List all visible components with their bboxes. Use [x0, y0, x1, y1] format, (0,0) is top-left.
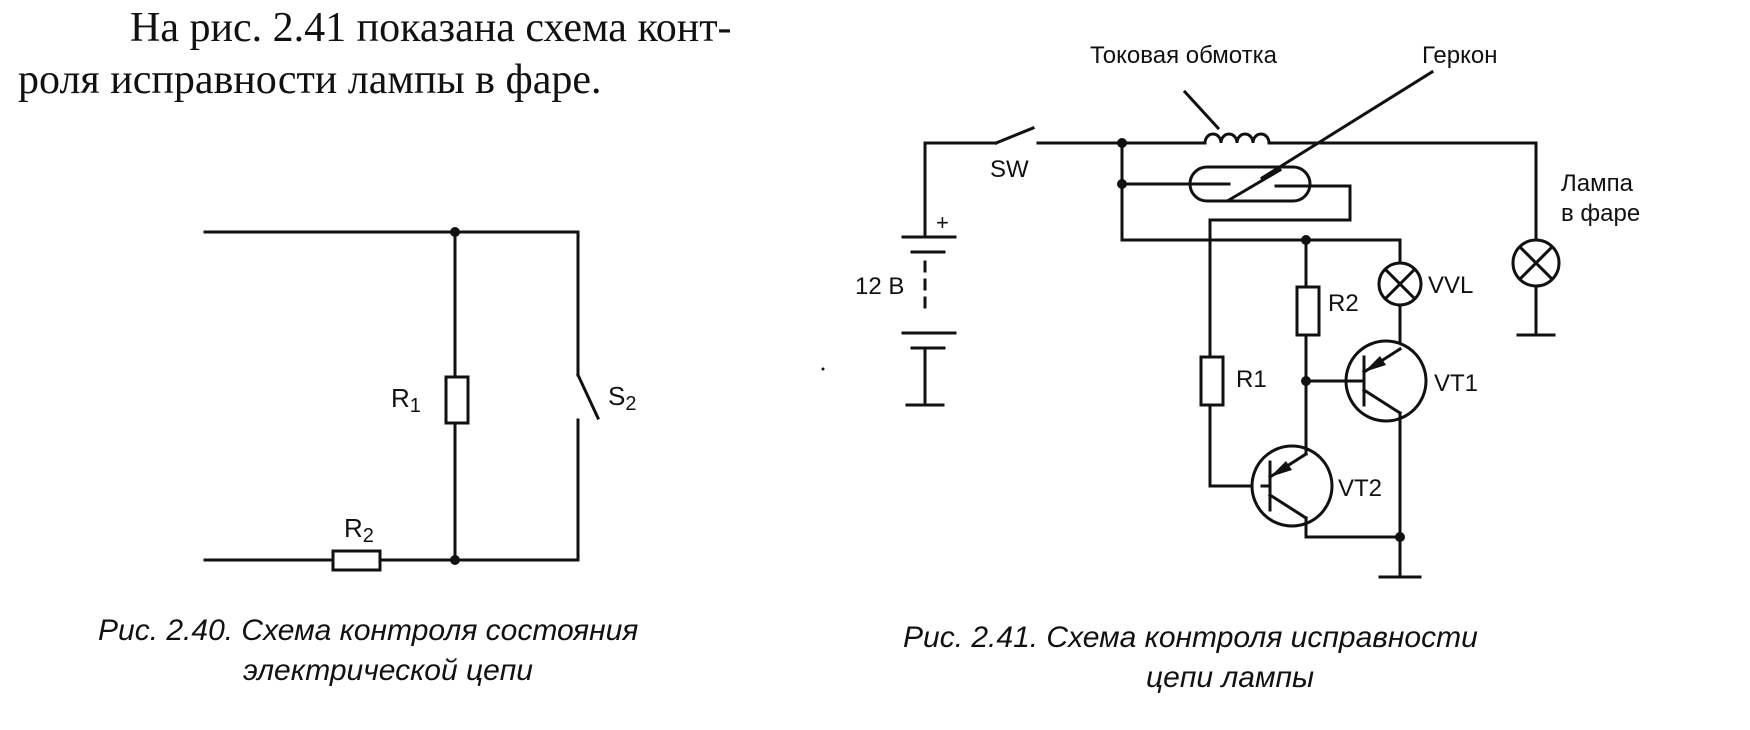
resistor-r2	[1295, 285, 1321, 337]
battery-plus-label: +	[936, 210, 949, 235]
transistor-vt2	[1250, 444, 1334, 528]
current-winding-leader	[1182, 89, 1221, 131]
figure-2-41: + 12 В SW Лампа в фаре	[855, 42, 1640, 694]
caption-2-41-line-2: цепи лампы	[1146, 661, 1314, 694]
lamp-label-line-2: в фаре	[1561, 200, 1640, 227]
vt2-collector	[1267, 492, 1309, 521]
junction-bottom	[450, 555, 460, 565]
intro-paragraph: На рис. 2.41 показана схема конт- роля и…	[18, 2, 778, 106]
resistor-r1	[444, 375, 470, 425]
intro-line-1: На рис. 2.41 показана схема конт-	[130, 5, 732, 51]
resistor-r1	[1199, 355, 1225, 407]
junction-top	[450, 227, 460, 237]
vt2-emitter-arrow	[1270, 461, 1292, 477]
r1-label: R1	[391, 383, 421, 417]
lamp-label-line-1: Лампа	[1561, 170, 1634, 197]
vt1-collector	[1361, 387, 1403, 416]
vvl-label: VVL	[1428, 272, 1473, 299]
r2-label: R2	[344, 513, 374, 547]
vt2-label: VT2	[1338, 475, 1382, 502]
junction-reed	[1117, 179, 1127, 189]
caption-2-41-line-1: Рис. 2.41. Схема контроля исправности	[903, 621, 1478, 654]
r2-label: R2	[1328, 290, 1359, 317]
switch-s2-blade	[576, 373, 600, 420]
print-speck	[821, 367, 825, 371]
resistor-r2	[331, 549, 382, 572]
reed-switch-label: Геркон	[1422, 42, 1497, 69]
s2-label: S2	[608, 381, 636, 415]
figure-2-40: R1 R2 S2 Рис. 2.40. Схема контроля состо…	[98, 227, 638, 687]
intro-line-2: роля исправности лампы в фаре.	[18, 57, 602, 103]
reed-blade	[1226, 167, 1283, 203]
voltage-label: 12 В	[855, 273, 904, 300]
r1-label: R1	[1236, 366, 1267, 393]
reed-switch-leader	[1259, 69, 1435, 181]
headlamp-cross-2	[1517, 244, 1555, 282]
vt1-emitter-arrow	[1364, 356, 1386, 372]
vt1-label: VT1	[1434, 370, 1478, 397]
caption-2-40-line-1: Рис. 2.40. Схема контроля состояния	[98, 614, 638, 647]
switch-sw-blade	[994, 126, 1035, 145]
sw-label: SW	[990, 156, 1029, 183]
caption-2-40-line-2: электрической цепи	[243, 654, 533, 687]
current-winding-label: Токовая обмотка	[1090, 42, 1278, 69]
current-winding-coil	[1203, 132, 1271, 145]
vvl-cross-2	[1383, 267, 1417, 301]
